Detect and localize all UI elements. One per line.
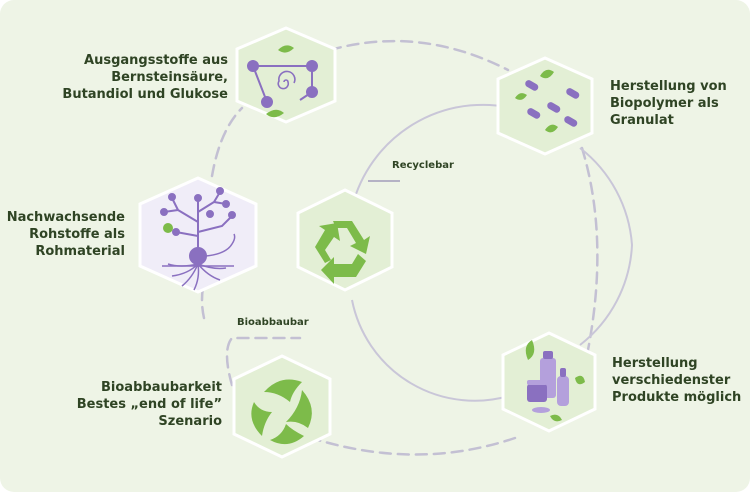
edge-label-recyclable: Recyclebar — [392, 160, 454, 171]
biodegrade-icon — [251, 379, 312, 445]
hex-biodegradability — [232, 354, 332, 459]
label-biodegradability: Bioabbaubarkeit Bestes „end of life” Sze… — [76, 380, 222, 429]
label-raw-materials: Nachwachsende Rohstoffe als Rohmaterial — [6, 210, 125, 259]
molecule-icon — [247, 45, 318, 118]
label-granulate: Herstellung von Biopolymer als Granulat — [610, 79, 727, 128]
tree-roots-icon — [160, 187, 236, 291]
dashed-cycle-arc — [200, 39, 599, 456]
label-starting-materials: Ausgangsstoffe aus Bernsteinsäure, Butan… — [62, 53, 228, 102]
edge-label-biodegradable: Bioabbaubar — [237, 317, 309, 328]
granulate-icon — [515, 69, 580, 133]
hex-granulate — [496, 56, 594, 156]
recycle-icon — [315, 221, 370, 284]
recycling-loop — [351, 103, 634, 402]
hex-starting-materials — [235, 26, 337, 124]
products-icon — [525, 340, 585, 422]
label-products: Herstellung verschiedenster Produkte mög… — [612, 356, 742, 405]
hex-recycle — [296, 188, 394, 292]
